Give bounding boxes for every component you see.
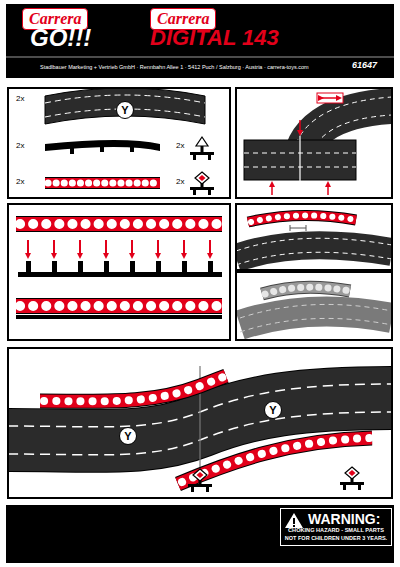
warning-text: NOT FOR CHILDREN UNDER 3 YEARS. xyxy=(284,535,388,542)
marker-circle: Y xyxy=(116,101,134,119)
product-line-logo: DIGITAL 143 xyxy=(150,26,279,50)
marker-letter: Y xyxy=(124,431,131,442)
company-address: Stadlbauer Marketing + Vertrieb GmbH · R… xyxy=(40,64,309,70)
article-number: 61647 xyxy=(352,61,377,71)
quantity-label: 2x xyxy=(16,142,24,151)
marker-letter: Y xyxy=(269,405,276,416)
marker-circle: Y xyxy=(119,427,137,445)
warning-text: CHOKING HAZARD - SMALL PARTS xyxy=(284,527,388,534)
warning-heading: WARNING: xyxy=(308,512,388,527)
quantity-label: 2x xyxy=(16,95,24,104)
quantity-label: 2x xyxy=(176,142,184,151)
marker-letter: Y xyxy=(121,105,128,116)
quantity-label: 2x xyxy=(16,178,24,187)
warning-box: WARNING:CHOKING HAZARD - SMALL PARTSNOT … xyxy=(280,508,392,546)
marker-circle: Y xyxy=(264,401,282,419)
product-line-logo: GO!!! xyxy=(30,25,91,51)
quantity-label: 2x xyxy=(176,178,184,187)
warning-icon xyxy=(284,512,304,529)
